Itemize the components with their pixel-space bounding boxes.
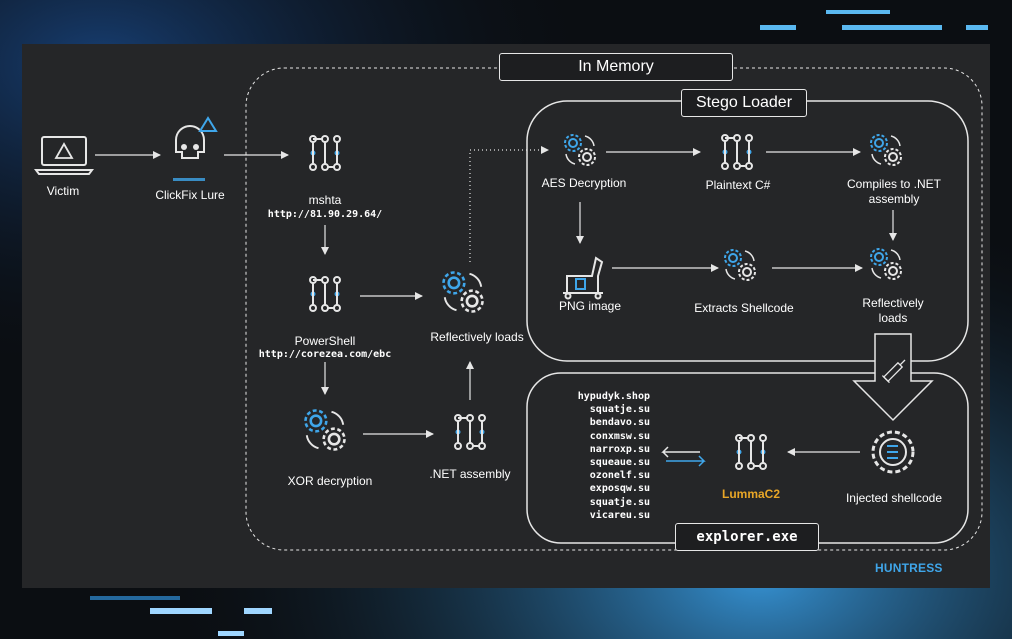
domain-item: squeaue.su — [589, 457, 650, 469]
mshta-url: http://81.90.29.64/ — [267, 209, 383, 220]
reflective2-line2: loads — [878, 311, 908, 325]
victim-label: Victim — [46, 184, 80, 198]
aes-label: AES Decryption — [541, 176, 627, 190]
exchange-arrows-icon — [661, 446, 706, 467]
injected-gear-icon — [871, 430, 915, 474]
stego-loader-title: Stego Loader — [681, 89, 807, 117]
domain-item: bendavo.su — [589, 417, 650, 429]
c2-domain-list: hypudyk.shop squatje.su bendavo.su conxm… — [540, 390, 650, 522]
png-label: PNG image — [558, 299, 622, 313]
net-assembly-label: .NET assembly — [429, 467, 511, 481]
lumma-label: LummaC2 — [721, 487, 780, 501]
diagram-panel — [22, 44, 990, 588]
domain-item: conxmsw.su — [589, 430, 650, 442]
compiles-line2: assembly — [868, 192, 920, 206]
powershell-url: http://corezea.com/ebc — [258, 349, 392, 360]
explorer-title: explorer.exe — [675, 523, 819, 551]
reflective-loads-label: Reflectively loads — [430, 330, 524, 344]
domain-item: vicareu.su — [589, 509, 650, 521]
domain-item: narroxp.su — [589, 443, 650, 455]
domain-item: ozonelf.su — [589, 470, 650, 482]
trojan-horse-icon — [563, 256, 604, 300]
domain-item: squatje.su — [589, 404, 650, 416]
in-memory-title: In Memory — [499, 53, 733, 81]
extracts-label: Extracts Shellcode — [694, 301, 794, 315]
powershell-label: PowerShell — [294, 334, 356, 348]
domain-item: hypudyk.shop — [577, 391, 650, 402]
brand-text: HUNTRESS — [875, 561, 943, 575]
reflective2-line1: Reflectively — [862, 296, 924, 310]
xor-label: XOR decryption — [287, 474, 373, 488]
huntress-logo: HUNTRESS — [875, 561, 943, 575]
domain-item: squatje.su — [589, 496, 650, 508]
compiles-label: Compiles to .NET assembly — [838, 177, 950, 207]
domain-item: exposqw.su — [589, 483, 650, 495]
reflective2-label: Reflectively loads — [848, 296, 938, 326]
compiles-line1: Compiles to .NET — [846, 177, 942, 191]
injected-label: Injected shellcode — [845, 491, 943, 505]
plaintext-label: Plaintext C# — [705, 178, 771, 192]
clickfix-label: ClickFix Lure — [155, 188, 225, 202]
mshta-label: mshta — [308, 193, 342, 207]
laptop-icon — [34, 136, 94, 175]
skull-icon — [173, 116, 218, 181]
